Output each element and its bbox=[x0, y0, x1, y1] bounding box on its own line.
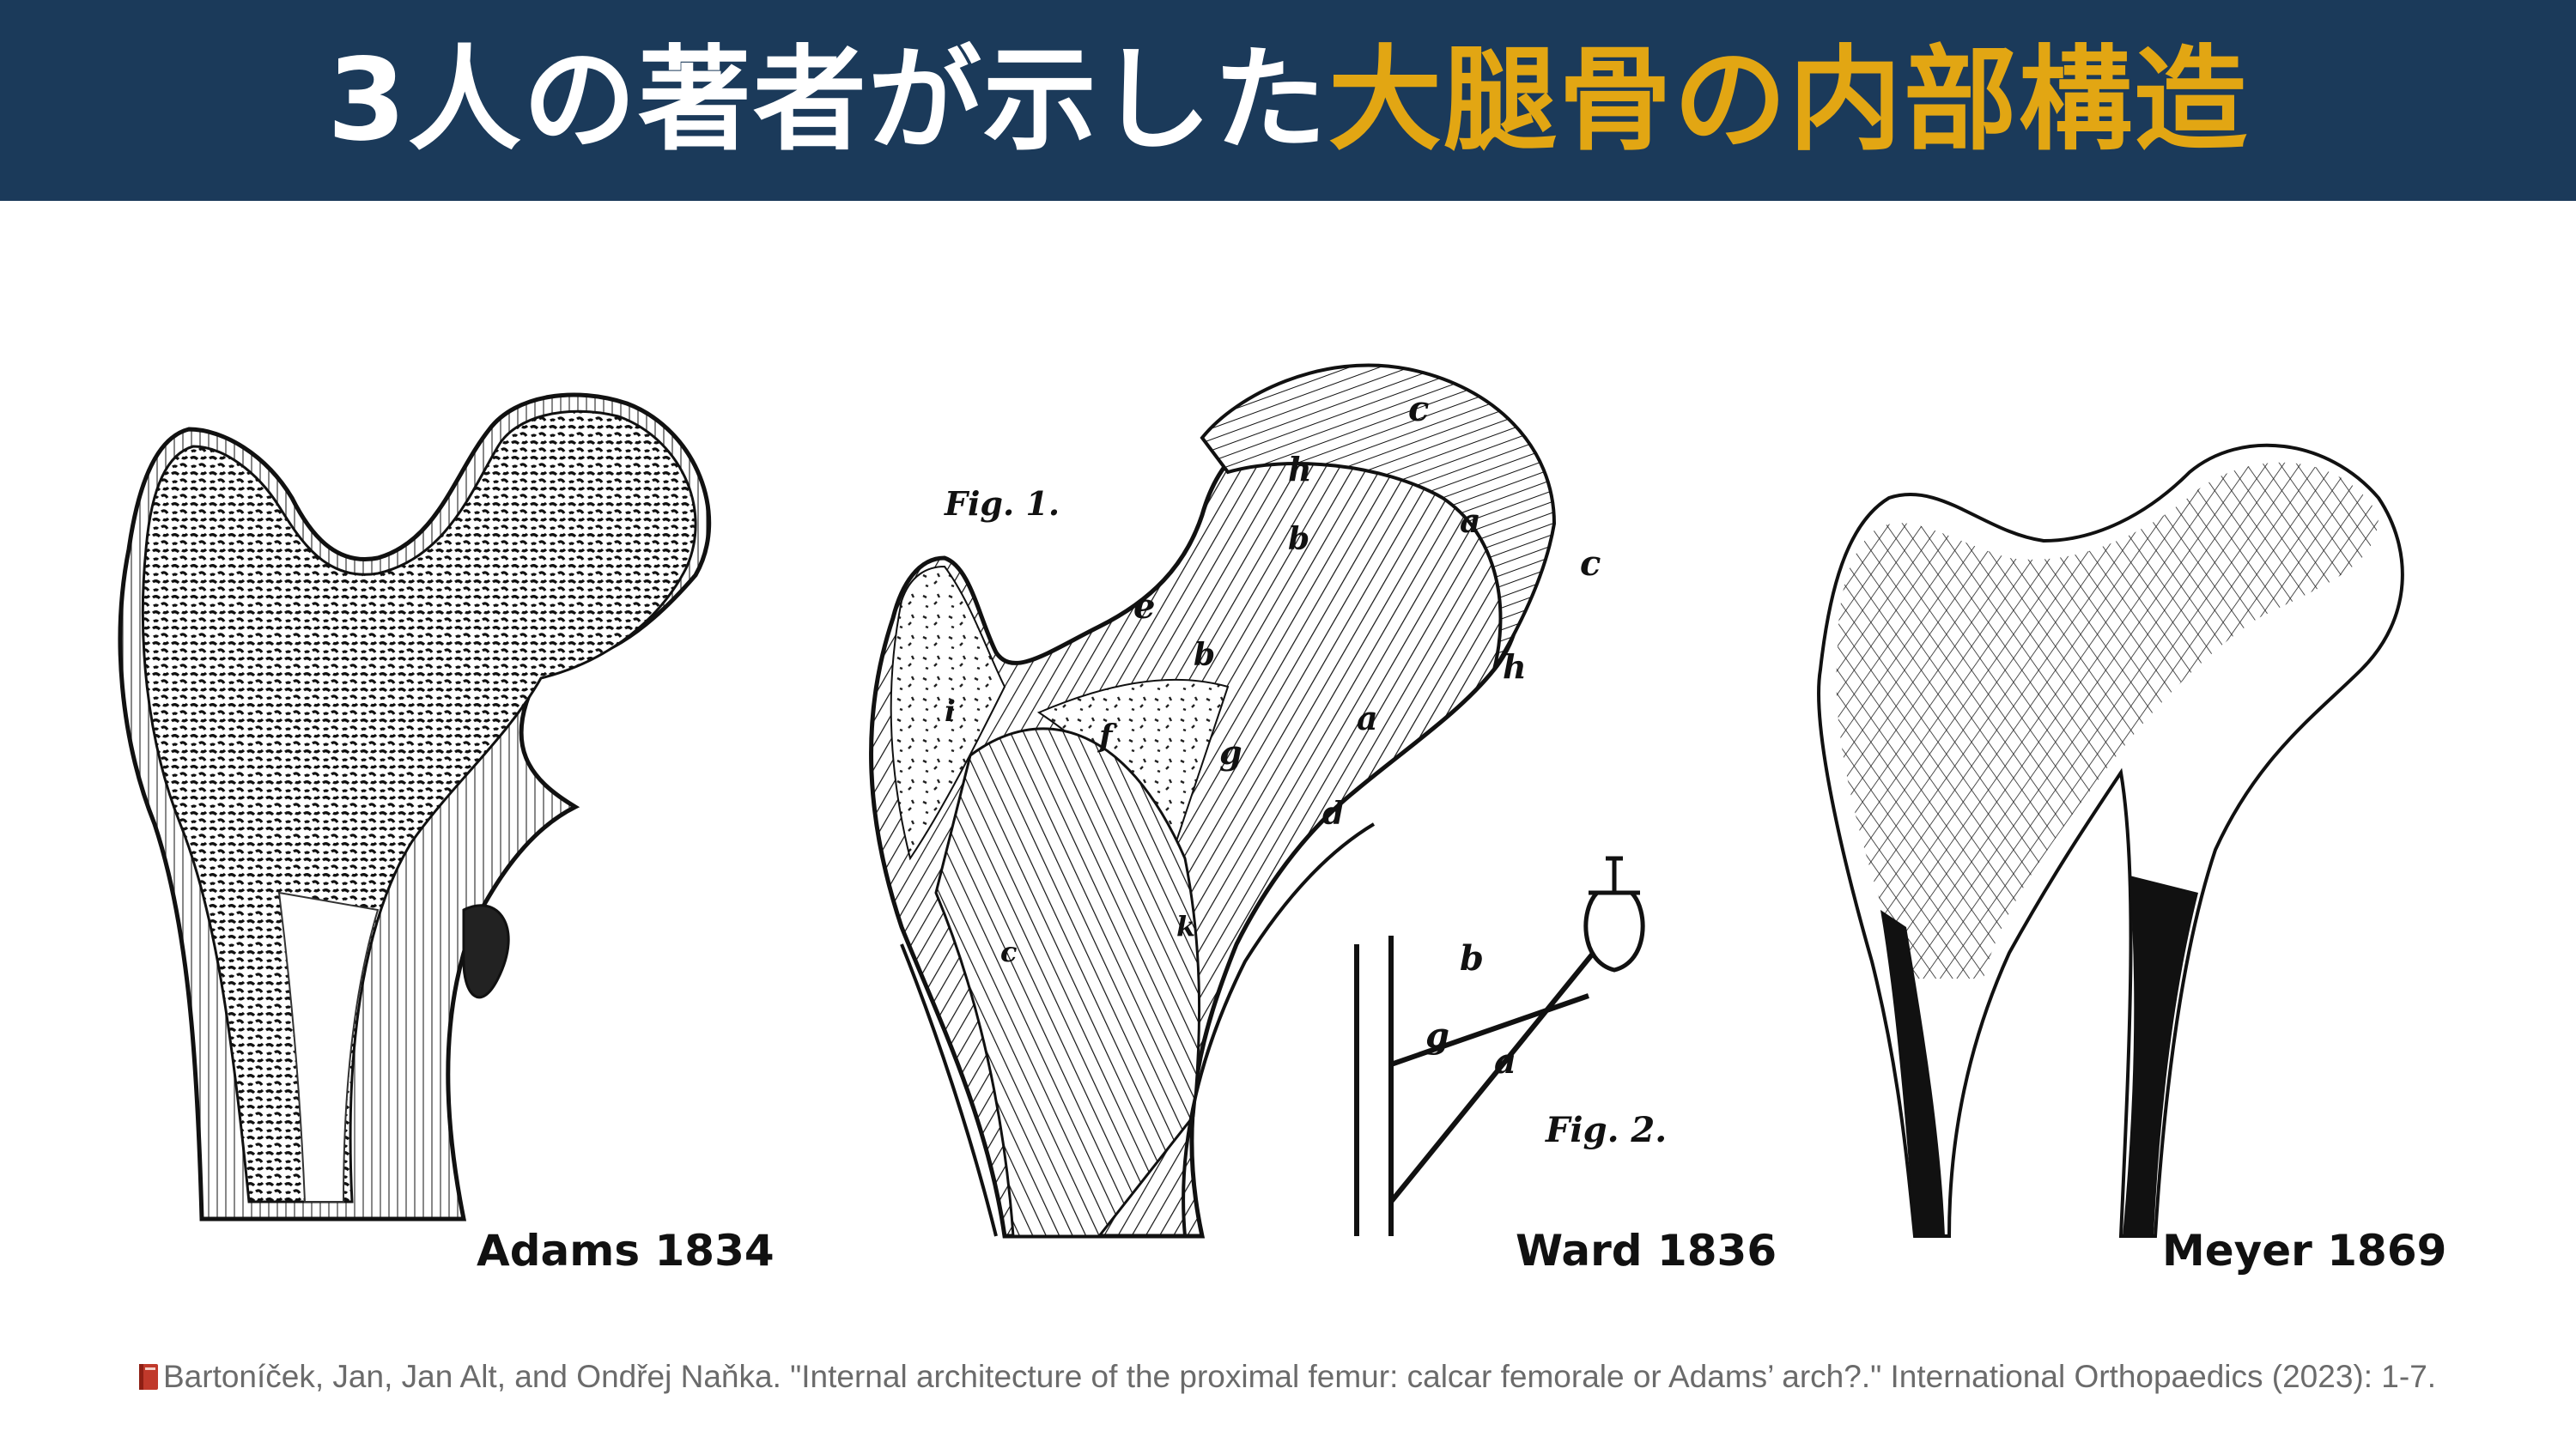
page-title: 3人の著者が示した大腿骨の内部構造 bbox=[327, 44, 2249, 157]
title-white-part: 3人の著者が示した bbox=[327, 34, 1328, 167]
citation: Bartoníček, Jan, Jan Alt, and Ondřej Naň… bbox=[137, 1359, 2436, 1395]
ward-letter-c-right: c bbox=[1580, 543, 1601, 584]
ward-letter-d: d bbox=[1322, 796, 1344, 832]
ward-lamp-letter-a: a bbox=[1494, 1041, 1516, 1082]
ward-letter-b2: b bbox=[1194, 637, 1215, 673]
ward-femur-drawing: Fig. 1. Fig. 2. c c h h b b a a e f g d … bbox=[869, 363, 1667, 1239]
meyer-femur-illustration bbox=[1812, 395, 2464, 1245]
book-icon bbox=[137, 1362, 160, 1391]
ward-letter-c-top: c bbox=[1408, 389, 1429, 429]
ward-letter-e: e bbox=[1133, 586, 1155, 627]
adams-femur-illustration bbox=[94, 378, 730, 1253]
title-bar: 3人の著者が示した大腿骨の内部構造 bbox=[0, 0, 2576, 201]
ward-lamp-letter-g: g bbox=[1425, 1016, 1449, 1056]
adams-femur-drawing bbox=[118, 392, 712, 1222]
ward-letter-i: i bbox=[945, 694, 956, 729]
ward-label: Ward 1836 bbox=[1516, 1226, 1777, 1276]
meyer-label: Meyer 1869 bbox=[2162, 1226, 2447, 1276]
ward-letter-b1: b bbox=[1288, 521, 1309, 557]
ward-letter-h-top: h bbox=[1288, 450, 1312, 488]
ward-letter-h-right: h bbox=[1503, 647, 1527, 686]
title-gold-part: 大腿骨の内部構造 bbox=[1327, 34, 2249, 167]
ward-lamp-letter-b: b bbox=[1460, 938, 1484, 979]
ward-fig1-caption: Fig. 1. bbox=[944, 484, 1060, 523]
ward-letter-a2: a bbox=[1357, 699, 1378, 737]
ward-letter-a1: a bbox=[1460, 501, 1481, 540]
ward-letter-k: k bbox=[1176, 910, 1195, 943]
ward-letter-c-left: c bbox=[1000, 936, 1017, 968]
citation-text: Bartoníček, Jan, Jan Alt, and Ondřej Naň… bbox=[163, 1359, 2437, 1394]
adams-label: Adams 1834 bbox=[477, 1226, 775, 1276]
meyer-femur-drawing bbox=[1817, 443, 2404, 1238]
ward-letter-g: g bbox=[1219, 733, 1242, 772]
ward-femur-illustration: Fig. 1. Fig. 2. c c h h b b a a e f g d … bbox=[841, 343, 1667, 1253]
ward-fig2-caption: Fig. 2. bbox=[1545, 1110, 1666, 1150]
